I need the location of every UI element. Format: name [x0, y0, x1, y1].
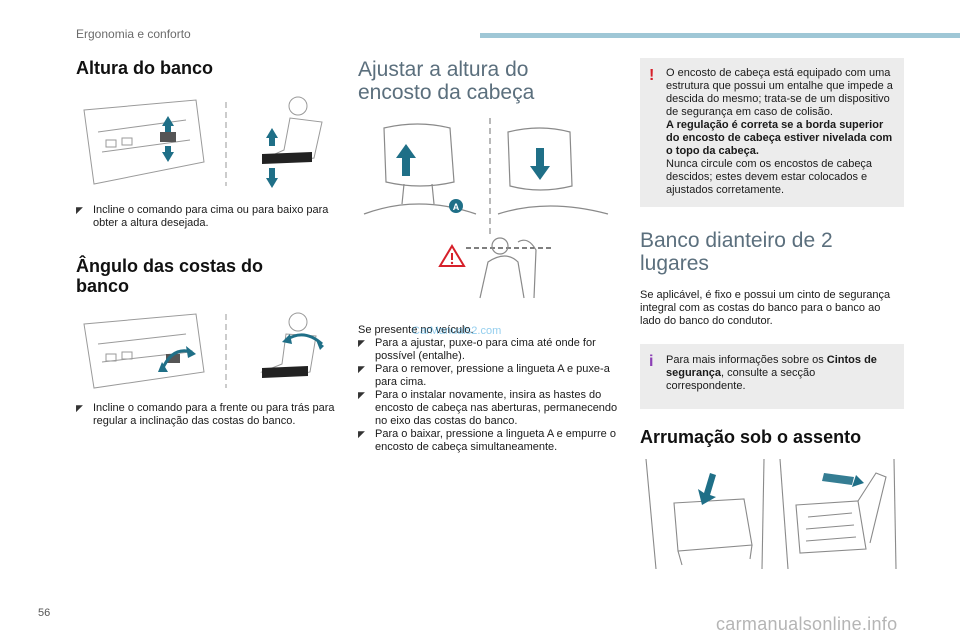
- seat-height-illustration: [76, 92, 336, 192]
- headrest-illustration: A: [358, 118, 620, 308]
- bullet-icon: ◤: [358, 429, 365, 439]
- info-bold-text: Cintos de segurança: [666, 354, 877, 379]
- list-item: ◤Para o instalar novamente, insira as ha…: [358, 389, 618, 427]
- headrest-tab-label: A: [453, 202, 460, 212]
- warning-note: ! O encosto de cabeça está equipado com …: [640, 58, 904, 207]
- page-number: 56: [38, 607, 51, 619]
- bullet-icon: ◤: [358, 364, 365, 374]
- bullet-icon: ◤: [358, 338, 365, 348]
- warning-bold-text: A regulação é correta se a borda superio…: [666, 119, 893, 157]
- section-header: Ergonomia e conforto: [76, 27, 191, 41]
- warning-text: O encosto de cabeça está equipado com um…: [666, 67, 893, 118]
- backrest-title: Ângulo das costas do banco: [76, 256, 264, 296]
- headrest-title: Ajustar a altura do encosto da cabeça: [358, 58, 535, 104]
- bullet-icon: ◤: [358, 390, 365, 400]
- list-item: ◤Incline o comando para cima ou para bai…: [76, 204, 329, 229]
- seat-height-title: Altura do banco: [76, 58, 214, 78]
- header-accent-bar: [480, 33, 960, 38]
- bullet-icon: ◤: [76, 403, 83, 413]
- storage-title: Arrumação sob o assento: [640, 427, 862, 447]
- bench-title: Banco dianteiro de 2 lugares: [640, 229, 833, 275]
- warning-text-2: Nunca circule com os encostos de cabeça …: [666, 158, 873, 196]
- list-item: ◤Para a ajustar, puxe-o para cima até on…: [358, 337, 596, 362]
- storage-illustration: [640, 459, 904, 569]
- info-note: i Para mais informações sobre os Cintos …: [640, 344, 904, 409]
- headrest-intro: Se presente no veículo.: [358, 324, 474, 336]
- info-icon: i: [649, 353, 654, 370]
- bench-text: Se aplicável, é fixo e possui um cinto d…: [640, 289, 891, 327]
- list-item: ◤Para o remover, pressione a lingueta A …: [358, 363, 610, 388]
- column-left: Altura do banco ◤Incline o comando para …: [76, 58, 336, 428]
- column-middle: Ajustar a altura do encosto da cabeça A: [358, 58, 620, 454]
- column-right: ! O encosto de cabeça está equipado com …: [640, 58, 904, 569]
- watermark-overlay: CarManuals2.com: [412, 325, 502, 337]
- list-item: ◤Para o baixar, pressione a lingueta A e…: [358, 428, 616, 453]
- watermark: carmanualsonline.info: [716, 614, 898, 634]
- backrest-illustration: [76, 310, 336, 390]
- warning-icon: !: [649, 67, 655, 84]
- list-item: ◤Incline o comando para a frente ou para…: [76, 402, 335, 427]
- bullet-icon: ◤: [76, 205, 83, 215]
